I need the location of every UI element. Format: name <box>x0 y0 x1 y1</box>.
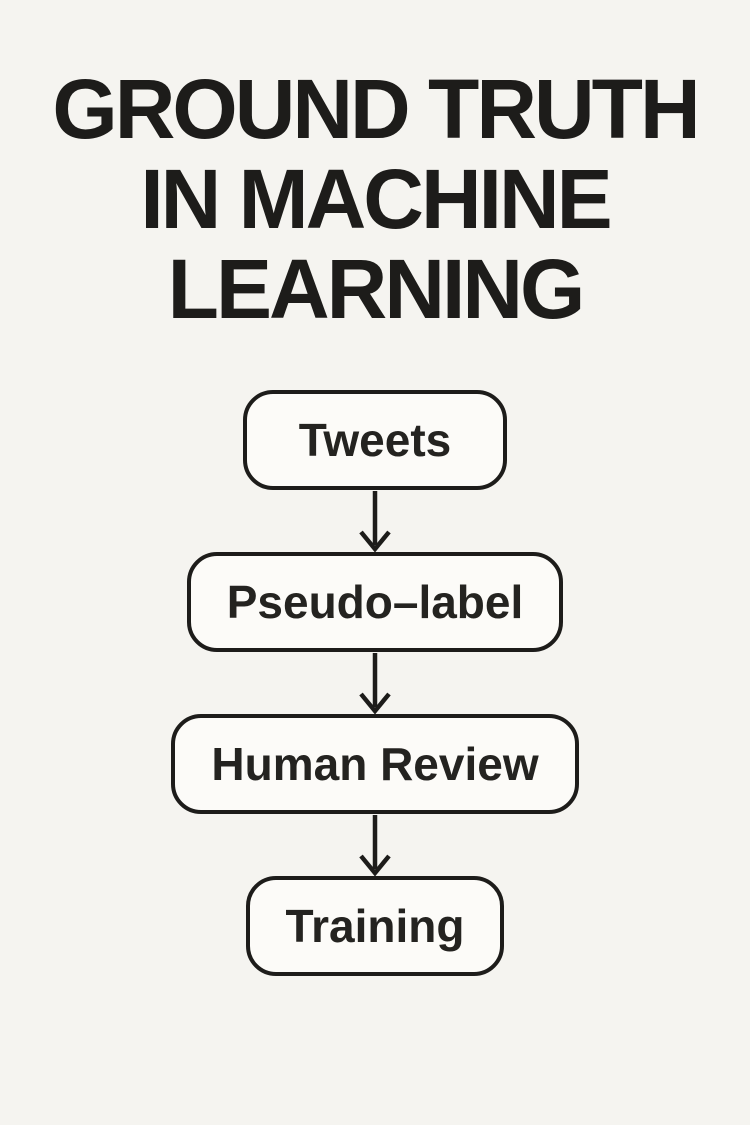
flow-node-pseudo-label: Pseudo–label <box>186 552 564 652</box>
flow-node-pseudo-label-label: Pseudo–label <box>226 576 524 628</box>
flow-node-tweets-label: Tweets <box>298 414 452 466</box>
flow-node-human-review: Human Review <box>171 714 579 814</box>
flowchart: Tweets Pseudo–label Human Review Trainin… <box>171 390 579 976</box>
title-line-1: GROUND TRUTH <box>52 62 700 156</box>
title-line-2: IN MACHINE <box>140 152 612 246</box>
flow-node-training: Training <box>245 876 505 976</box>
page-title: GROUND TRUTH IN MACHINE LEARNING <box>52 62 700 336</box>
flow-node-training-label: Training <box>285 900 465 952</box>
flow-node-human-review-label: Human Review <box>211 738 539 790</box>
arrow-down-icon <box>359 653 391 714</box>
flow-node-tweets: Tweets <box>243 390 507 490</box>
arrow-down-icon <box>359 815 391 876</box>
arrow-down-icon <box>359 491 391 552</box>
title-line-3: LEARNING <box>167 242 586 336</box>
